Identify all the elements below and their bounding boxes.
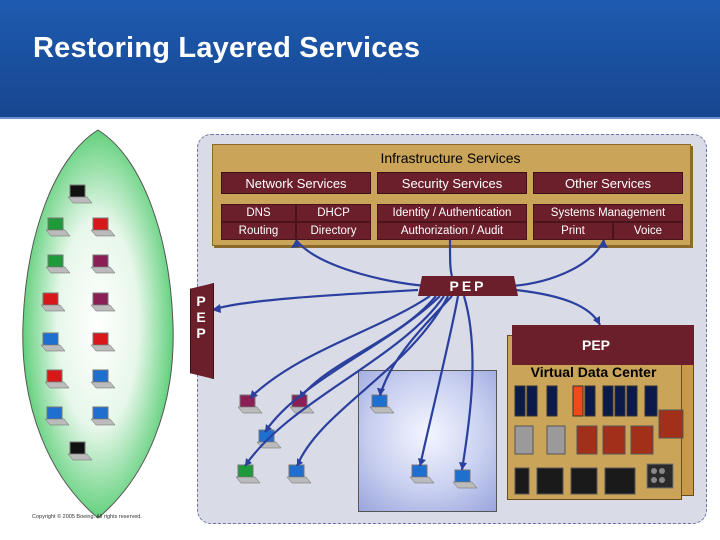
laptop-icon (44, 369, 70, 389)
server-racks (514, 385, 684, 495)
dhcp-cell: DHCP (296, 204, 371, 222)
laptop-icon (235, 464, 261, 484)
dns-cell: DNS (221, 204, 296, 222)
pep-top-label: PEP (449, 278, 487, 294)
datacenter-pep-label: PEP (581, 337, 610, 353)
laptop-icon (90, 217, 116, 237)
laptop-icon (45, 254, 71, 274)
voice-cell: Voice (613, 222, 683, 240)
identity-authentication-cell: Identity / Authentication (377, 204, 527, 222)
systems-management-cell: Systems Management (533, 204, 683, 222)
laptop-icon (67, 184, 93, 204)
wire-paths (211, 239, 605, 471)
header-divider (0, 117, 720, 119)
infrastructure-title: Infrastructure Services (380, 150, 521, 166)
pep-left-label: P E P (193, 293, 209, 341)
copyright-notice: Copyright © 2005 Boeing. All rights rese… (32, 514, 142, 520)
slide-header-band (0, 0, 720, 117)
laptop-icon (90, 369, 116, 389)
security-services-header: Security Services (377, 172, 527, 194)
print-cell: Print (533, 222, 613, 240)
other-services-header: Other Services (533, 172, 683, 194)
slide-title: Restoring Layered Services (33, 32, 421, 64)
routing-cell: Routing (221, 222, 296, 240)
authorization-audit-cell: Authorization / Audit (377, 222, 527, 240)
directory-cell: Directory (296, 222, 371, 240)
laptop-icon (40, 332, 66, 352)
laptop-icon (45, 217, 71, 237)
network-services-header: Network Services (221, 172, 371, 194)
pep-left-letter: E (196, 309, 206, 325)
pep-left-letter: P (196, 325, 206, 341)
datacenter-label: Virtual Data Center (530, 364, 657, 380)
laptop-icon (90, 332, 116, 352)
wire-arrowheads (212, 240, 608, 470)
laptop-icon (409, 464, 435, 484)
datacenter-pep-bar (512, 325, 694, 365)
laptop-icon (369, 394, 395, 414)
laptop-icon (90, 406, 116, 426)
laptop-icon (40, 292, 66, 312)
server-rack-icon (514, 385, 684, 495)
laptop-icon (90, 292, 116, 312)
laptop-icon (286, 464, 312, 484)
laptop-icon (67, 441, 93, 461)
pep-left-bar (190, 283, 214, 379)
pep-left-letter: P (196, 293, 206, 309)
laptop-icon (90, 254, 116, 274)
laptop-icon (44, 406, 70, 426)
pep-top-bar (418, 276, 518, 296)
